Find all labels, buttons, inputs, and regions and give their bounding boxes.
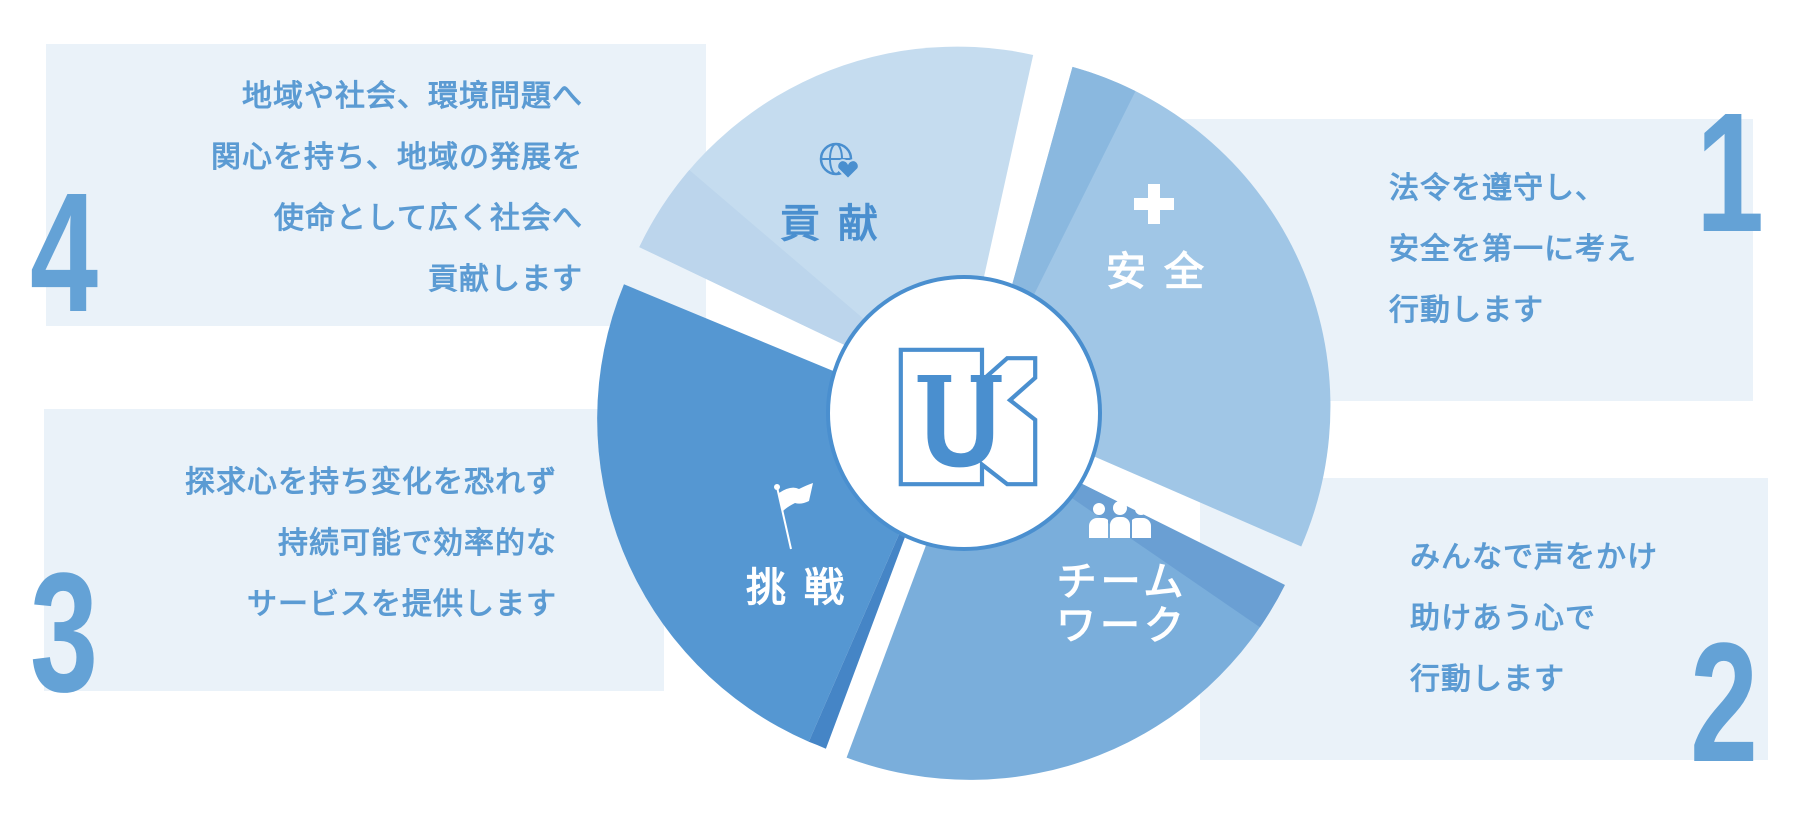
text-line: 安全を第一に考え	[1389, 232, 1637, 267]
plus-icon	[1132, 182, 1176, 230]
challenge-description: 探求心を持ち変化を恐れず 持続可能で効率的な サービスを提供します	[185, 468, 557, 651]
teamwork-label-line: チーム	[1056, 559, 1188, 605]
globe-heart-icon	[818, 139, 862, 187]
text-line: 探求心を持ち変化を恐れず	[185, 465, 557, 500]
teamwork-label-line: ワーク	[1056, 603, 1188, 649]
contribution-description: 地域や社会、環境問題へ 関心を持ち、地域の発展を 使命として広く社会へ 貢献しま…	[211, 82, 583, 326]
safety-description: 法令を遵守し、 安全を第一に考え 行動します	[1389, 174, 1637, 357]
text-line: 行動します	[1410, 662, 1565, 697]
number-2: 2	[1690, 608, 1759, 798]
contribution-label: 貢献	[780, 201, 896, 247]
number-3: 3	[30, 538, 99, 728]
safety-label: 安全	[1106, 249, 1222, 295]
panel-4	[46, 44, 706, 326]
text-line: 貢献します	[428, 262, 583, 297]
text-line: 関心を持ち、地域の発展を	[211, 140, 583, 175]
challenge-label: 挑戦	[746, 565, 862, 611]
text-line: 地域や社会、環境問題へ	[242, 79, 583, 114]
panel-3	[44, 409, 664, 691]
company-logo	[826, 275, 1102, 551]
people-icon	[1087, 500, 1153, 544]
number-1: 1	[1696, 78, 1765, 268]
text-line: サービスを提供します	[247, 587, 557, 622]
text-line: みんなで声をかけ	[1410, 540, 1658, 575]
text-line: 使命として広く社会へ	[273, 201, 583, 236]
uk-logo-icon	[898, 347, 1038, 487]
text-line: 助けあう心で	[1410, 601, 1596, 636]
text-line: 持続可能で効率的な	[278, 526, 557, 561]
text-line: 行動します	[1389, 293, 1544, 328]
text-line: 法令を遵守し、	[1389, 171, 1606, 206]
teamwork-description: みんなで声をかけ 助けあう心で 行動します	[1410, 543, 1658, 726]
number-4: 4	[30, 158, 99, 348]
flag-icon	[769, 481, 819, 555]
teamwork-label: チーム ワーク	[1056, 560, 1188, 648]
